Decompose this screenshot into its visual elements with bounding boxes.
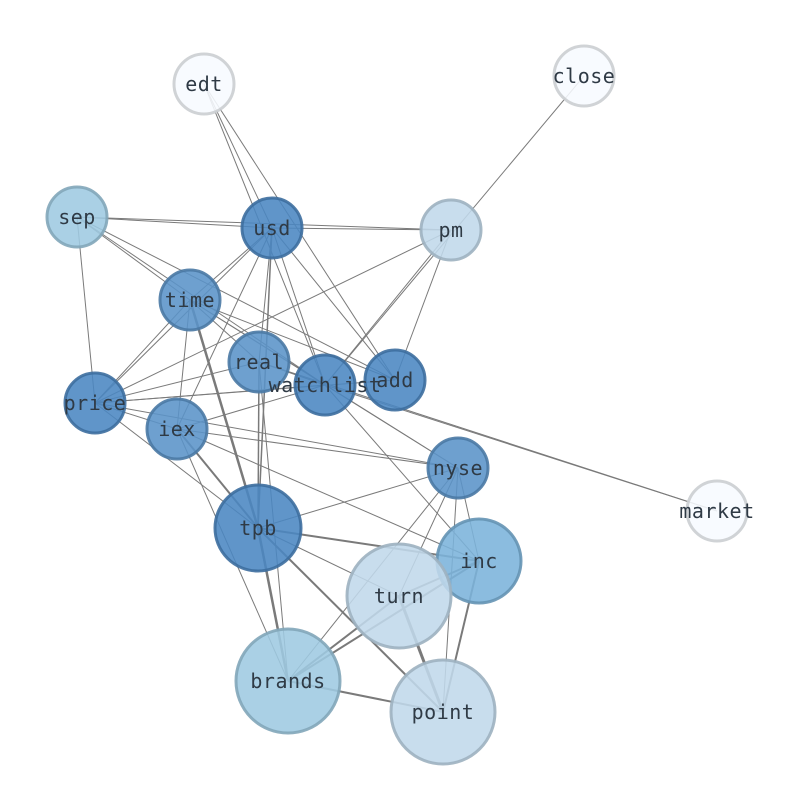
- edge-sep-add: [76, 216, 396, 381]
- node-label-close: close: [553, 64, 616, 88]
- node-label-pm: pm: [438, 218, 463, 242]
- node-label-iex: iex: [158, 417, 196, 441]
- node-circle-market: [685, 479, 749, 543]
- node-brands: brands: [234, 627, 342, 735]
- node-label-tpb: tpb: [239, 516, 277, 540]
- node-label-add: add: [376, 368, 414, 392]
- node-label-real: real: [234, 350, 284, 374]
- node-label-time: time: [165, 288, 215, 312]
- node-label-brands: brands: [250, 669, 325, 693]
- node-circle-sep: [45, 185, 109, 249]
- node-add: add: [363, 348, 427, 412]
- node-circle-close: [552, 44, 616, 108]
- node-time: time: [158, 268, 222, 332]
- node-circle-edt: [172, 52, 236, 116]
- node-circle-brands: [234, 627, 342, 735]
- node-circle-time: [158, 268, 222, 332]
- node-label-turn: turn: [374, 584, 424, 608]
- node-circle-iex: [145, 397, 209, 461]
- node-circle-price: [63, 371, 127, 435]
- node-tpb: tpb: [213, 483, 303, 573]
- node-circle-point: [389, 658, 497, 766]
- node-market: market: [679, 479, 754, 543]
- node-watchlist: watchlist: [269, 353, 382, 417]
- node-iex: iex: [145, 397, 209, 461]
- edge-usd-add: [271, 227, 396, 381]
- node-turn: turn: [345, 542, 453, 650]
- node-label-market: market: [679, 499, 754, 523]
- node-circle-usd: [240, 196, 304, 260]
- node-nyse: nyse: [426, 436, 490, 500]
- node-edt: edt: [172, 52, 236, 116]
- edge-pm-price: [94, 229, 452, 404]
- edge-iex-nyse: [176, 428, 459, 469]
- node-label-edt: edt: [185, 72, 223, 96]
- node-label-point: point: [412, 700, 475, 724]
- node-real: real: [227, 330, 291, 394]
- node-pm: pm: [419, 198, 483, 262]
- node-price: price: [63, 371, 127, 435]
- node-usd: usd: [240, 196, 304, 260]
- node-circle-turn: [345, 542, 453, 650]
- node-sep: sep: [45, 185, 109, 249]
- node-close: close: [552, 44, 616, 108]
- edge-time-add: [189, 299, 396, 381]
- node-label-nyse: nyse: [433, 456, 483, 480]
- node-circle-real: [227, 330, 291, 394]
- node-circle-watchlist: [293, 353, 357, 417]
- node-label-usd: usd: [253, 216, 291, 240]
- edge-iex-inc: [176, 428, 480, 562]
- node-circle-add: [363, 348, 427, 412]
- node-circle-nyse: [426, 436, 490, 500]
- node-label-price: price: [64, 391, 127, 415]
- node-label-sep: sep: [58, 205, 96, 229]
- node-circle-tpb: [213, 483, 303, 573]
- node-inc: inc: [435, 517, 523, 605]
- node-label-watchlist: watchlist: [269, 373, 382, 397]
- node-circle-pm: [419, 198, 483, 262]
- edge-pm-watchlist: [324, 229, 452, 386]
- edge-sep-usd: [76, 216, 273, 229]
- node-label-inc: inc: [460, 549, 498, 573]
- node-point: point: [389, 658, 497, 766]
